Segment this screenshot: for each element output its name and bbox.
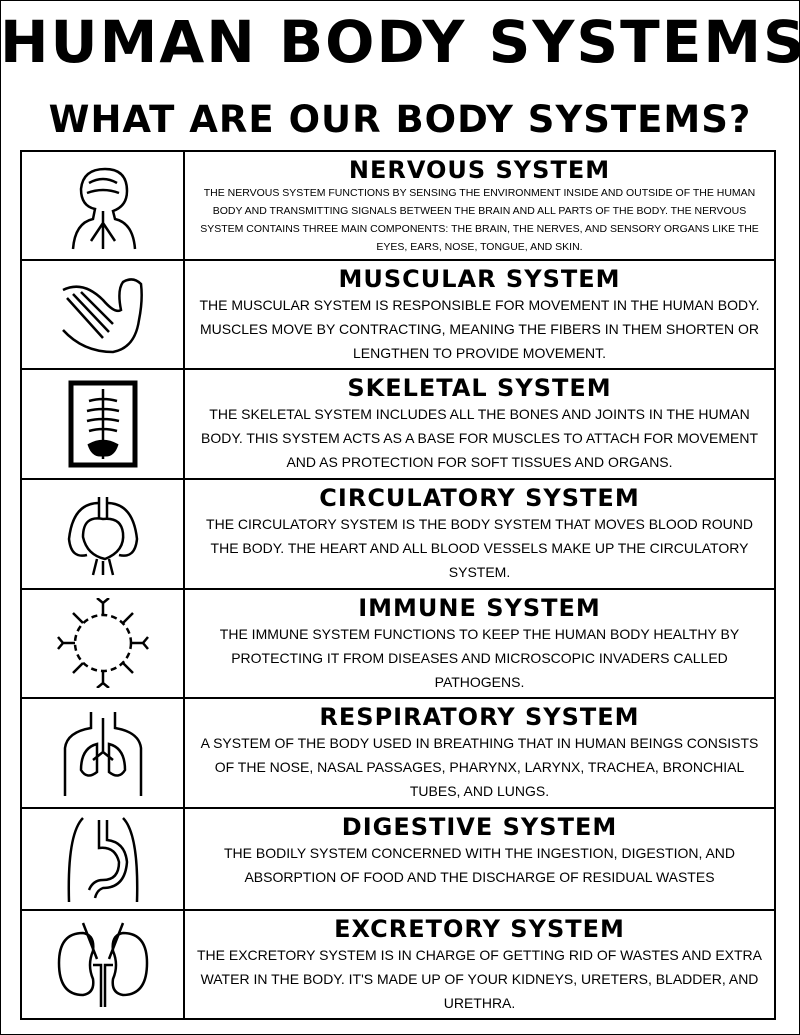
system-row-immune: IMMUNE SYSTEM THE IMMUNE SYSTEM FUNCTION… xyxy=(22,587,774,697)
system-description: THE BODILY SYSTEM CONCERNED WITH THE ING… xyxy=(223,844,736,885)
system-content: IMMUNE SYSTEM THE IMMUNE SYSTEM FUNCTION… xyxy=(185,590,774,697)
system-name: RESPIRATORY SYSTEM xyxy=(319,702,640,731)
system-name: IMMUNE SYSTEM xyxy=(358,593,601,622)
system-name: SKELETAL SYSTEM xyxy=(347,374,612,403)
flexed-arm-icon xyxy=(22,261,185,369)
system-description: THE MUSCULAR SYSTEM IS RESPONSIBLE FOR M… xyxy=(199,297,760,362)
xray-skeleton-icon xyxy=(22,370,185,479)
system-name: DIGESTIVE SYSTEM xyxy=(341,812,618,841)
system-name: MUSCULAR SYSTEM xyxy=(338,265,621,294)
system-content: EXCRETORY SYSTEM THE EXCRETORY SYSTEM IS… xyxy=(185,911,774,1018)
stomach-icon xyxy=(22,808,185,909)
system-description: THE EXCRETORY SYSTEM IS IN CHARGE OF GET… xyxy=(196,946,762,1011)
system-row-skeletal: SKELETAL SYSTEM THE SKELETAL SYSTEM INCL… xyxy=(22,368,774,479)
system-content: CIRCULATORY SYSTEM THE CIRCULATORY SYSTE… xyxy=(185,480,774,587)
page-subtitle: WHAT ARE OUR BODY SYSTEMS? xyxy=(48,98,752,141)
system-content: DIGESTIVE SYSTEM THE BODILY SYSTEM CONCE… xyxy=(185,809,774,909)
torso-lungs-icon xyxy=(22,698,185,807)
system-row-respiratory: RESPIRATORY SYSTEM A SYSTEM OF THE BODY … xyxy=(22,696,774,807)
page-title: HUMAN BODY SYSTEMS xyxy=(0,8,800,76)
system-description: A SYSTEM OF THE BODY USED IN BREATHING T… xyxy=(200,734,759,799)
brain-body-icon xyxy=(22,152,185,260)
system-row-digestive: DIGESTIVE SYSTEM THE BODILY SYSTEM CONCE… xyxy=(22,806,774,909)
system-row-circulatory: CIRCULATORY SYSTEM THE CIRCULATORY SYSTE… xyxy=(22,478,774,588)
system-description: THE SKELETAL SYSTEM INCLUDES ALL THE BON… xyxy=(200,406,758,471)
system-row-nervous: NERVOUS SYSTEM THE NERVOUS SYSTEM FUNCTI… xyxy=(22,152,774,260)
system-content: MUSCULAR SYSTEM THE MUSCULAR SYSTEM IS R… xyxy=(185,261,774,368)
heart-lungs-icon xyxy=(22,480,185,588)
system-content: RESPIRATORY SYSTEM A SYSTEM OF THE BODY … xyxy=(185,699,774,807)
system-description: THE CIRCULATORY SYSTEM IS THE BODY SYSTE… xyxy=(206,516,753,581)
kidneys-icon xyxy=(22,910,185,1019)
system-row-muscular: MUSCULAR SYSTEM THE MUSCULAR SYSTEM IS R… xyxy=(22,259,774,369)
antibody-cell-icon xyxy=(22,589,185,697)
systems-table: NERVOUS SYSTEM THE NERVOUS SYSTEM FUNCTI… xyxy=(20,150,776,1020)
system-content: SKELETAL SYSTEM THE SKELETAL SYSTEM INCL… xyxy=(185,370,774,478)
system-name: EXCRETORY SYSTEM xyxy=(334,914,625,943)
system-name: NERVOUS SYSTEM xyxy=(348,156,611,184)
system-description: THE IMMUNE SYSTEM FUNCTIONS TO KEEP THE … xyxy=(219,625,740,690)
system-row-excretory: EXCRETORY SYSTEM THE EXCRETORY SYSTEM IS… xyxy=(22,908,774,1019)
system-name: CIRCULATORY SYSTEM xyxy=(319,484,640,513)
system-content: NERVOUS SYSTEM THE NERVOUS SYSTEM FUNCTI… xyxy=(185,152,774,259)
system-description: THE NERVOUS SYSTEM FUNCTIONS BY SENSING … xyxy=(200,187,759,253)
